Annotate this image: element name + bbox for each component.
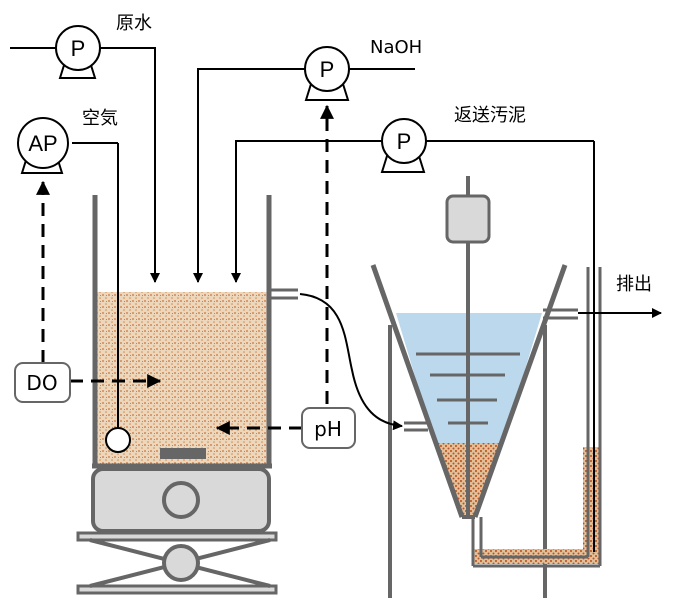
settler-motor xyxy=(445,194,491,244)
air-pump-label: AP xyxy=(28,131,57,156)
process-lines xyxy=(10,47,662,431)
do-sensor-label: DO xyxy=(26,371,57,395)
signal-lines xyxy=(36,104,334,435)
return-sludge-pipe xyxy=(471,141,602,568)
ph-sensor-label: pH xyxy=(314,417,342,441)
stir-bar xyxy=(160,448,206,459)
raw-water-pump-label: P xyxy=(71,36,86,61)
naoh-pump-label: P xyxy=(320,57,335,82)
air-pump: AP xyxy=(17,117,69,174)
naoh-label: NaOH xyxy=(370,37,422,58)
magnetic-stirrer xyxy=(91,467,271,533)
return-sludge-pump: P xyxy=(380,118,427,173)
settler-tank xyxy=(370,176,578,598)
return-sludge-pump-label: P xyxy=(397,129,412,154)
air-diffuser xyxy=(105,427,131,453)
raw-water-label: 原水 xyxy=(116,13,152,34)
reactor-tank xyxy=(92,195,298,469)
lab-jack xyxy=(76,531,278,595)
raw-water-pump: P xyxy=(55,25,101,79)
air-label: 空気 xyxy=(82,108,118,129)
discharge-label: 排出 xyxy=(616,274,652,295)
return-sludge-label: 返送汚泥 xyxy=(454,105,526,126)
ph-sensor: pH xyxy=(301,407,356,449)
naoh-pump: P xyxy=(304,46,350,101)
do-sensor: DO xyxy=(14,362,71,403)
